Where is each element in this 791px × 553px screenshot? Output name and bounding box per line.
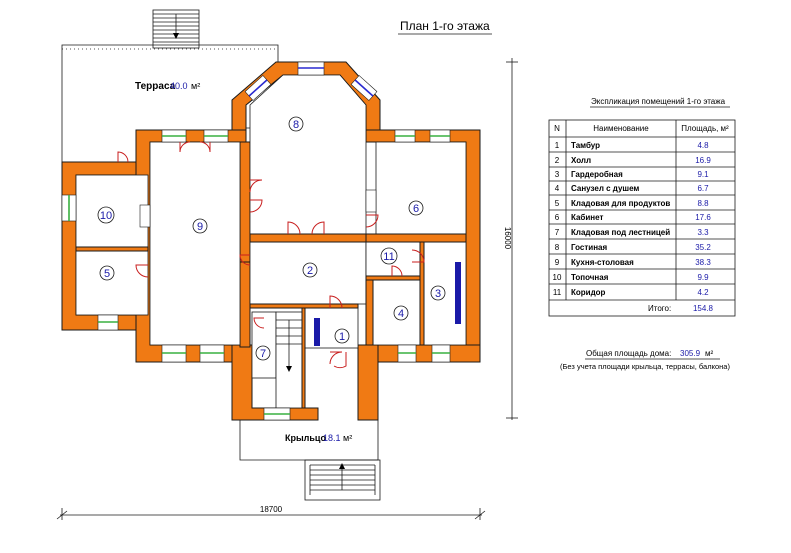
- radiators: [314, 262, 461, 346]
- table-row-11-num: 11: [553, 288, 562, 297]
- width-dimension: 18700: [260, 505, 283, 514]
- table-row-2-num: 2: [555, 156, 560, 165]
- room-10-outline: [75, 174, 149, 248]
- table-row-9-name: Кухня-столовая: [571, 258, 634, 267]
- table-row-3-name: Гардеробная: [571, 170, 623, 179]
- terrace-label: Терраса: [135, 81, 176, 92]
- room-number-9: 9: [197, 221, 203, 233]
- table-total-value: 154.8: [693, 304, 714, 313]
- room-8-outline: [249, 74, 367, 235]
- table-row-8-num: 8: [555, 243, 560, 252]
- room-number-4: 4: [398, 308, 404, 320]
- room-4-outline: [372, 279, 421, 346]
- explication-table: Экспликация помещений 1-го этажа N Наиме…: [548, 97, 736, 317]
- table-row-11-name: Коридор: [571, 288, 606, 297]
- dimension-lines: 18700 16000: [56, 58, 518, 520]
- room-number-11: 11: [383, 251, 394, 263]
- table-row-8-area: 35.2: [695, 243, 711, 252]
- summary-unit: м²: [705, 349, 714, 358]
- table-row-10-name: Топочная: [571, 273, 609, 282]
- table-row-1-name: Тамбур: [571, 141, 600, 150]
- porch: Крыльцо 18.1 м²: [239, 420, 381, 501]
- summary-label: Общая площадь дома:: [586, 349, 671, 358]
- room-number-1: 1: [339, 331, 345, 343]
- table-row-10-num: 10: [553, 273, 562, 282]
- table-row-2-name: Холл: [571, 156, 591, 165]
- porch-label: Крыльцо: [285, 433, 326, 443]
- table-row-2-area: 16.9: [695, 156, 711, 165]
- table-row-5-num: 5: [555, 199, 560, 208]
- table-row-4-num: 4: [555, 184, 560, 193]
- room-number-3: 3: [435, 288, 441, 300]
- plan-title: План 1-го этажа: [400, 19, 490, 33]
- room-labels: 1 2 3 4 5 6 7 8 9 10 11: [97, 116, 446, 361]
- room-number-5: 5: [104, 268, 110, 280]
- porch-unit: м²: [343, 433, 352, 443]
- height-dimension: 16000: [503, 227, 512, 250]
- terrace-stairs: [153, 13, 199, 43]
- porch-area: 18.1: [323, 433, 341, 443]
- table-title: Экспликация помещений 1-го этажа: [591, 97, 726, 106]
- table-header-num: N: [554, 124, 560, 133]
- table-row-10-area: 9.9: [697, 273, 709, 282]
- room-number-6: 6: [413, 203, 419, 215]
- porch-stairs: [309, 463, 376, 495]
- table-row-3-num: 3: [555, 170, 560, 179]
- table-row-3-area: 9.1: [697, 170, 709, 179]
- table-total-label: Итого:: [648, 304, 671, 313]
- room-5-outline: [75, 250, 149, 316]
- total-area-summary: Общая площадь дома: 305.9 м² (Без учета …: [560, 349, 730, 371]
- room-number-7: 7: [260, 348, 266, 360]
- rooms: [75, 74, 467, 409]
- table-row-8-name: Гостиная: [571, 243, 607, 252]
- room-1-outline: [304, 307, 359, 349]
- room-number-10: 10: [100, 210, 112, 222]
- table-row-1-num: 1: [555, 141, 560, 150]
- room-9-outline: [149, 141, 241, 346]
- table-row-6-name: Кабинет: [571, 213, 603, 222]
- table-header-area: Площадь, м²: [681, 124, 729, 133]
- table-row-7-num: 7: [555, 228, 560, 237]
- terrace-area: 40.0: [170, 81, 188, 91]
- room-number-8: 8: [293, 119, 299, 131]
- room-6-outline: [375, 141, 467, 235]
- table-row-9-num: 9: [555, 258, 560, 267]
- table-row-9-area: 38.3: [695, 258, 711, 267]
- table-row-6-area: 17.6: [695, 213, 711, 222]
- table-row-6-num: 6: [555, 213, 560, 222]
- table-row-1-area: 4.8: [697, 141, 709, 150]
- terrace-unit: м²: [191, 81, 200, 91]
- room-2-outline: [249, 241, 367, 305]
- table-row-5-area: 8.8: [697, 199, 709, 208]
- table-row-5-name: Кладовая для продуктов: [571, 199, 670, 208]
- table-row-11-area: 4.2: [697, 288, 709, 297]
- table-row-7-area: 3.3: [697, 228, 709, 237]
- summary-note: (Без учета площади крыльца, террасы, бал…: [560, 362, 730, 371]
- windows: [61, 61, 451, 421]
- summary-value: 305.9: [680, 349, 701, 358]
- table-row-4-area: 6.7: [697, 184, 709, 193]
- doors: [117, 141, 425, 369]
- table-header-name: Наименование: [593, 124, 649, 133]
- table-row-4-name: Санузел с душем: [571, 184, 639, 193]
- table-row-7-name: Кладовая под лестницей: [571, 228, 670, 237]
- room-number-2: 2: [307, 265, 313, 277]
- room-7-outline: [251, 311, 277, 379]
